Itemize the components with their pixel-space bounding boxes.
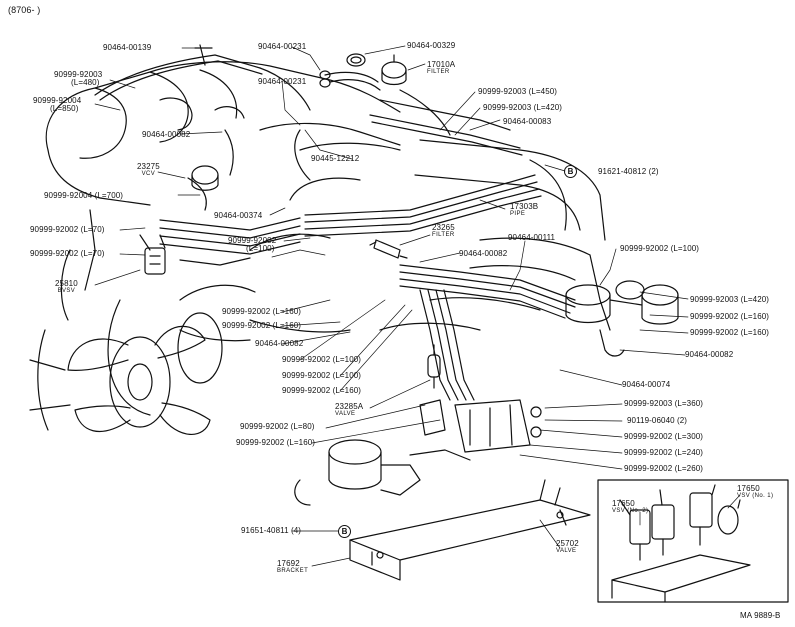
label-90464-00082-b: 90464-00082 (459, 249, 508, 258)
reference-marker-b-bottom: B (338, 525, 351, 538)
label-25810-number: 25810 (55, 279, 78, 288)
label-90464-00082-a: 90464-00082 (142, 130, 191, 139)
label-17650-vsv1: 17650 VSV (No. 1) (737, 485, 773, 500)
label-90999-92003-l420-b: 90999-92003 (L=420) (690, 295, 770, 304)
label-90999-92003-l450: 90999-92003 (L=450) (478, 87, 558, 96)
label-vsv-no2: VSV (No. 2) (612, 508, 649, 514)
label-17303b-number: 17303B (510, 202, 539, 211)
label-l100-a: (L=100) (246, 244, 275, 253)
valve-23285a (427, 344, 441, 389)
label-90999-92002-l100-b: 90999-92002 (L=100) (620, 244, 700, 253)
footer-code: MA 9889-B (740, 611, 781, 620)
label-90464-00231-a: 90464-00231 (258, 42, 307, 51)
label-23265-number: 23265 (432, 223, 455, 232)
filter-23265 (369, 239, 408, 259)
label-17010a-number: 17010A (427, 60, 456, 69)
label-90999-92003-l420: 90999-92003 (L=420) (483, 103, 563, 112)
valve-25702 (294, 439, 471, 506)
label-valve-a: VALVE (335, 411, 356, 417)
label-90999-92002-l160-e: 90999-92002 (L=160) (282, 386, 362, 395)
label-90999-92004-l700: 90999-92004 (L=700) (44, 191, 124, 200)
label-90999-92002-l160-d: 90999-92002 (L=160) (690, 328, 770, 337)
label-valve-b: VALVE (556, 548, 577, 554)
label-25702-number: 25702 (556, 539, 579, 548)
bvsv-25810 (139, 234, 166, 275)
label-filter-b: FILTER (432, 232, 455, 238)
vsv-detail-inset (597, 479, 789, 603)
label-90999-92002-l100-a: 90999-92002 (L=100) (228, 237, 276, 253)
label-90999-92004-l850-number: 90999-92004 (33, 96, 82, 105)
label-90999-92003-l480: 90999-92003 (L=480) (54, 71, 102, 87)
label-90464-00111: 90464-00111 (508, 233, 556, 242)
label-91651-40811: 91651-40811 (4) (241, 526, 302, 535)
cooling-fan (29, 312, 223, 435)
label-90999-92002-l70-a: 90999-92002 (L=70) (30, 225, 105, 234)
label-91621-40812: 91621-40812 (2) (598, 167, 659, 176)
upper-vacuum-hoses (94, 44, 523, 211)
label-25702: 25702 VALVE (556, 540, 579, 555)
vcv-23275 (191, 165, 219, 191)
label-90119-06040: 90119-06040 (2) (627, 416, 688, 425)
label-90999-92002-l70-b: 90999-92002 (L=70) (30, 249, 105, 258)
label-90999-92002-l160-b: 90999-92002 (L=160) (690, 312, 770, 321)
label-90999-92003-l360: 90999-92003 (L=360) (624, 399, 704, 408)
label-90999-92002-l240: 90999-92002 (L=240) (624, 448, 704, 457)
label-90999-92003-l480-number: 90999-92003 (54, 70, 103, 79)
label-23275: 23275 VCV (137, 163, 160, 178)
label-90999-92002-l160-f: 90999-92002 (L=160) (236, 438, 316, 447)
label-vcv: VCV (141, 171, 156, 177)
label-90464-00082-d: 90464-00082 (685, 350, 734, 359)
bracket-17692 (349, 479, 591, 581)
header-date-range: (8706- ) (8, 5, 41, 15)
label-90999-92002-l80: 90999-92002 (L=80) (240, 422, 315, 431)
label-90464-00082-c: 90464-00082 (255, 339, 304, 348)
label-17303b: 17303B PIPE (510, 203, 538, 218)
label-23275-number: 23275 (137, 162, 160, 171)
label-90999-92002-l100-a-number: 90999-92002 (228, 236, 277, 245)
label-90464-00329: 90464-00329 (407, 41, 456, 50)
label-bvsv: BVSV (57, 288, 76, 294)
label-90464-00074: 90464-00074 (622, 380, 671, 389)
label-90999-92002-l260: 90999-92002 (L=260) (624, 464, 704, 473)
label-90999-92004-l850: 90999-92004 (L=850) (33, 97, 81, 113)
label-17692: 17692 BRACKET (277, 560, 308, 575)
label-90464-00231-b: 90464-00231 (258, 77, 307, 86)
label-l480: (L=480) (71, 78, 100, 87)
label-l850: (L=850) (50, 104, 79, 113)
label-90999-92002-l160-c: 90999-92002 (L=160) (222, 321, 302, 330)
label-90464-00139: 90464-00139 (103, 43, 152, 52)
clip-90464-00329 (346, 53, 366, 67)
label-90999-92002-l100-c: 90999-92002 (L=100) (282, 355, 362, 364)
label-90464-00083: 90464-00083 (503, 117, 552, 126)
label-17010a-filter: FILTER (427, 69, 450, 75)
label-90999-92002-l300: 90999-92002 (L=300) (624, 432, 704, 441)
label-90445-12212: 90445-12212 (311, 154, 360, 163)
label-vsv-no1: VSV (No. 1) (737, 493, 774, 499)
label-pipe: PIPE (510, 211, 526, 217)
label-17650-vsv1-number: 17650 (737, 484, 760, 493)
label-17010a: 17010A FILTER (427, 61, 455, 76)
label-25810: 25810 BVSV (55, 280, 78, 295)
vacuum-pipe-bundle (159, 174, 576, 401)
leader-lines (94, 45, 741, 567)
vacuum-actuator-cluster (565, 280, 679, 357)
vsv-body (419, 399, 542, 453)
label-bracket: BRACKET (277, 568, 309, 574)
clip-90464-00231 (319, 70, 331, 88)
label-17692-number: 17692 (277, 559, 300, 568)
label-90999-92002-l160-a: 90999-92002 (L=160) (222, 307, 302, 316)
label-17650-vsv2-number: 17650 (612, 499, 635, 508)
reference-marker-b-top: B (564, 165, 577, 178)
label-90464-00374: 90464-00374 (214, 211, 263, 220)
label-23265: 23265 FILTER (432, 224, 455, 239)
filter-17010a (381, 54, 407, 86)
label-23285a-number: 23285A (335, 402, 364, 411)
label-17650-vsv2: 17650 VSV (No. 2) (612, 500, 648, 515)
label-90999-92002-l100-d: 90999-92002 (L=100) (282, 371, 362, 380)
label-23285a: 23285A VALVE (335, 403, 363, 418)
